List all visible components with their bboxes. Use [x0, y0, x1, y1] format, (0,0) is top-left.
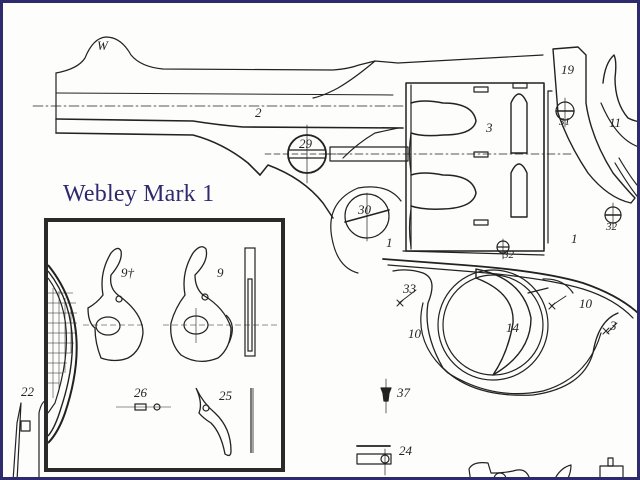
screw-37 [380, 378, 392, 414]
pawl-9-label: 9 [217, 265, 224, 280]
barrel [32, 36, 544, 219]
diagram-title: Webley Mark 1 [63, 181, 215, 207]
hammer-assembly [552, 46, 637, 229]
pin-26-label: 26 [134, 385, 148, 400]
barrel-label: 2 [255, 105, 262, 120]
pin-24 [356, 445, 392, 476]
hammer-label: 11 [609, 115, 621, 130]
trigger-guard [382, 238, 637, 396]
pawl-9-alt-label: 9† [121, 265, 135, 280]
screw-30 [330, 186, 402, 274]
hammer-catch-label: 19 [561, 62, 575, 77]
trigger-label: 14 [506, 320, 520, 335]
part-3-label: 3 [609, 318, 617, 333]
screw-33-label: 33 [402, 281, 417, 296]
bottom-parts [468, 457, 624, 477]
screw-32-right-label: 32 [605, 221, 618, 233]
screw-37-label: 37 [396, 385, 411, 400]
pawl-9-alt [83, 247, 146, 362]
part-22 [12, 400, 46, 477]
screw-29 [264, 124, 409, 184]
revolver-schematic: W 2 29 3 19 31 11 30 32 1 1 32 33 10 10 … [12, 36, 637, 477]
lever-25 [195, 387, 232, 457]
barrel-mark-label: W [97, 38, 109, 53]
inset-parts-drawing: 9† 9 26 25 [47, 246, 278, 457]
spring-right-label: 10 [579, 296, 593, 311]
body-left-label: 1 [386, 235, 393, 250]
pin-26 [116, 403, 171, 411]
rod [244, 247, 256, 357]
lever-25-label: 25 [219, 388, 233, 403]
body-right-label: 1 [571, 231, 578, 246]
spring-left-label: 10 [408, 326, 422, 341]
reference-marks [396, 299, 610, 335]
pawl-9 [163, 246, 278, 362]
cylinder-label: 3 [485, 120, 493, 135]
part-22-label: 22 [21, 384, 35, 399]
screw-31-label: 31 [558, 116, 570, 128]
screw-30-label: 30 [357, 202, 372, 217]
cylinder [322, 82, 574, 256]
inset-detail-box: 9† 9 26 25 [44, 218, 285, 472]
screw-29-label: 29 [299, 136, 313, 151]
pin-24-label: 24 [399, 443, 413, 458]
grip-arc [47, 264, 78, 444]
screw-32-label: 32 [502, 249, 515, 261]
